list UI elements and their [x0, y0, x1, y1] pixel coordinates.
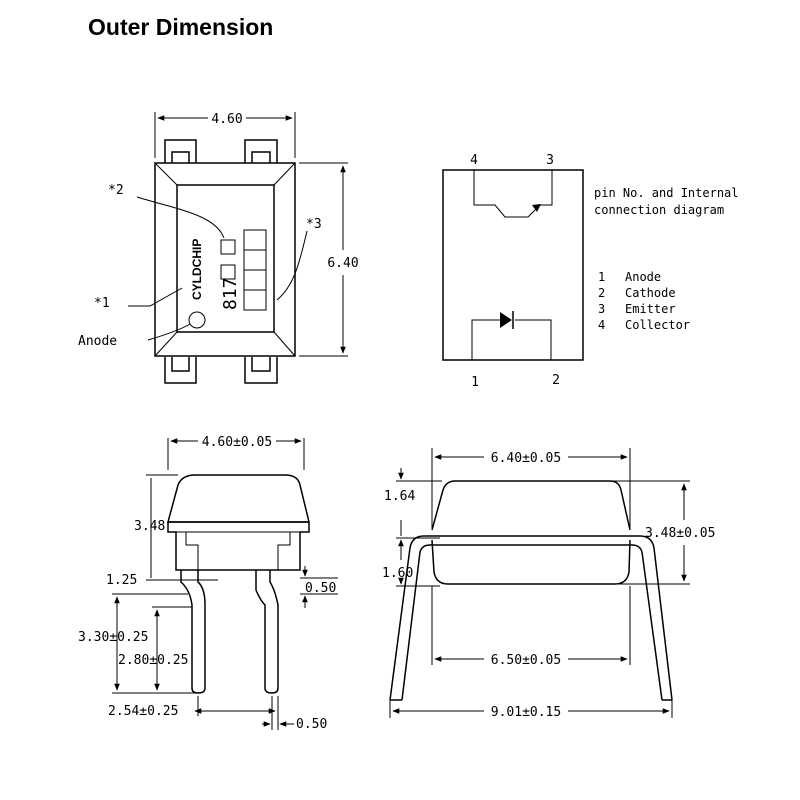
front-lead-left	[180, 570, 206, 694]
legend-name: Cathode	[625, 286, 676, 300]
top-width-dim: 4.60	[211, 112, 242, 127]
package-top-face	[176, 184, 275, 333]
connection-caption-1: pin No. and Internal	[594, 186, 739, 200]
package-body-outline	[154, 162, 296, 357]
side-top-height-dim: 1.64	[384, 489, 415, 504]
front-lead-length-1: 3.30±0.25	[78, 630, 148, 645]
pin-1-number: 1	[471, 375, 479, 390]
anode-label: Anode	[78, 334, 117, 349]
pin-top-left	[164, 139, 197, 163]
brand-mark: CYLDCHIP	[190, 239, 204, 300]
side-lower-height-dim: 1.60	[382, 566, 413, 581]
pin-bottom-right	[244, 357, 278, 384]
legend-name: Emitter	[625, 302, 676, 316]
pin1-dot	[188, 311, 206, 329]
side-overall-span-dim: 9.01±0.15	[491, 705, 561, 720]
front-width-dim: 4.60±0.05	[202, 435, 272, 450]
front-standoff-dim: 1.25	[106, 573, 137, 588]
side-total-height-dim: 3.48±0.05	[645, 526, 715, 541]
mark-square-2	[220, 264, 236, 280]
front-height-dim: 3.48	[134, 519, 165, 534]
pin-2-number: 2	[552, 373, 560, 388]
side-body-lower	[431, 539, 631, 585]
internal-connection-view: 4 3 1 2 pin No. and Internal connection …	[442, 153, 739, 390]
legend-name: Collector	[625, 318, 690, 332]
note-3-label: *3	[306, 217, 322, 232]
note-2-label: *2	[108, 183, 124, 198]
page-title: Outer Dimension	[88, 14, 274, 40]
pin-4-number: 4	[470, 153, 478, 168]
top-view: 4.60 6.40 CYLDCHIP 817 *2 *1 Anode *3	[78, 112, 359, 384]
front-body-lower	[167, 522, 310, 571]
side-lead-inner	[401, 544, 663, 701]
connection-caption-2: connection diagram	[594, 203, 724, 217]
front-lead-length-2: 2.80±0.25	[118, 653, 188, 668]
side-lead-span-dim: 6.50±0.05	[491, 653, 561, 668]
side-length-dim: 6.40±0.05	[491, 451, 561, 466]
front-pitch-dim: 2.54±0.25	[108, 704, 178, 719]
part-number-mark: 817	[220, 277, 241, 310]
pin-3-number: 3	[546, 153, 554, 168]
pin-top-right	[244, 139, 278, 163]
front-body-top	[167, 474, 310, 523]
front-view: 4.60±0.05 3.48 1.25 0.50 3.30±0.25 2.80±…	[78, 435, 338, 732]
side-lead-outer	[389, 535, 673, 701]
legend-num: 2	[598, 286, 605, 300]
note-1-label: *1	[94, 296, 110, 311]
schematic-body	[442, 169, 584, 361]
legend-num: 1	[598, 270, 605, 284]
side-view: 6.40±0.05 1.64 1.60 3.48±0.05 6.50±0.05 …	[382, 448, 715, 720]
led-symbol	[471, 319, 552, 360]
front-lead-width-dim: 0.50	[296, 717, 327, 732]
legend-name: Anode	[625, 270, 661, 284]
mark-square	[220, 239, 236, 255]
top-height-dim: 6.40	[327, 256, 358, 271]
front-lead-right	[255, 570, 279, 694]
side-body-top	[431, 480, 631, 531]
phototransistor-symbol	[473, 170, 553, 218]
front-lead-thickness-dim: 0.50	[305, 581, 336, 596]
legend-num: 3	[598, 302, 605, 316]
legend-num: 4	[598, 318, 605, 332]
pin-bottom-left	[164, 357, 197, 384]
